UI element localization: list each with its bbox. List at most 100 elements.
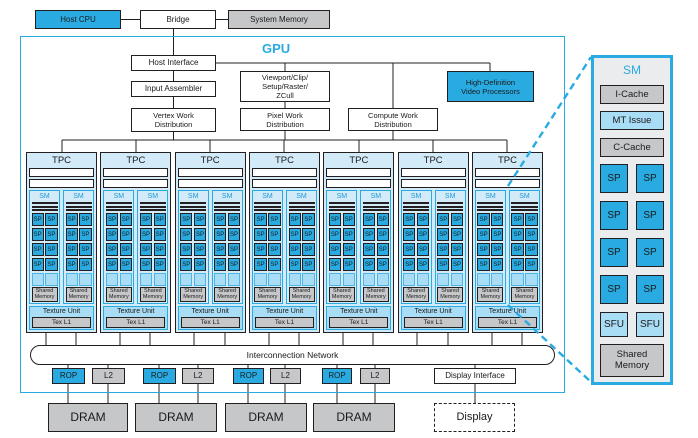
sp-cell: SP	[362, 257, 376, 272]
sfu-cell	[342, 272, 355, 286]
smc-bar	[474, 179, 540, 188]
mt-issue-bar	[139, 205, 166, 208]
sm-label: SM	[485, 192, 496, 200]
sp-cell: SP	[139, 212, 153, 227]
shared-memory-box: Shared Memory	[477, 287, 504, 302]
ccache-bar	[403, 209, 430, 212]
icache-bar	[362, 202, 389, 205]
sp-grid: SP SP SP SP SP SP SP SP	[477, 212, 504, 272]
sm-row: SM SP SP SP SP SP SP SP SP	[103, 190, 169, 304]
icache-bar	[403, 202, 430, 205]
icache-bar	[437, 202, 464, 205]
mt-issue-box: MT Issue	[600, 111, 664, 130]
geometry-controller-bar	[103, 168, 169, 177]
sp-cell: SP	[362, 227, 376, 242]
tpc-block: TPC SM SP SP SP SP SP SP SP	[26, 152, 98, 333]
sp-cell: SP	[254, 227, 267, 242]
sp-cell: SP	[636, 238, 664, 267]
sp-cell: SP	[45, 227, 58, 242]
dram-box: DRAM	[135, 403, 217, 432]
sp-cell: SP	[193, 257, 207, 272]
l2-box: L2	[270, 368, 301, 384]
sp-cell: SP	[491, 257, 504, 272]
ccache-bar	[139, 209, 166, 212]
sp-cell: SP	[119, 257, 132, 272]
sp-cell: SP	[153, 227, 166, 242]
sfu-cell	[193, 272, 207, 286]
sm-row: SM SP SP SP SP SP SP SP SP	[326, 190, 392, 304]
sp-cell: SP	[79, 227, 92, 242]
sm-block: SM SP SP SP SP SP SP SP SP	[400, 190, 432, 304]
icache-bar	[214, 202, 241, 205]
sp-cell: SP	[254, 242, 267, 257]
texture-unit-label: Texture Unit	[265, 308, 304, 315]
sp-cell: SP	[342, 212, 355, 227]
sp-cell: SP	[180, 257, 193, 272]
sp-cell: SP	[119, 227, 132, 242]
sp-cell: SP	[31, 212, 44, 227]
sp-cell: SP	[491, 242, 504, 257]
sm-label: SM	[187, 192, 199, 200]
icache-bar	[180, 202, 207, 205]
ccache-bar	[105, 209, 132, 212]
sp-cell: SP	[342, 242, 355, 257]
sp-cell: SP	[376, 212, 389, 227]
sp-cell: SP	[268, 242, 281, 257]
tex-l1-cache: Tex L1	[254, 317, 315, 328]
sfu-cell	[376, 272, 389, 286]
dram-box: DRAM	[225, 403, 307, 432]
sfu-cell	[450, 272, 464, 286]
texture-unit-box: Texture Unit Tex L1	[251, 306, 318, 330]
shared-memory-box: Shared Memory	[362, 287, 389, 302]
sp-cell: SP	[227, 227, 241, 242]
tex-l1-cache: Tex L1	[32, 317, 92, 328]
sp-cell: SP	[525, 257, 538, 272]
sfu-row	[254, 272, 281, 286]
sp-cell: SP	[416, 242, 430, 257]
sp-cell: SP	[105, 242, 119, 257]
shared-memory-box: Shared Memory	[600, 344, 664, 377]
tex-l1-cache: Tex L1	[106, 317, 166, 328]
sp-cell: SP	[450, 227, 464, 242]
tpc-label: TPC	[126, 155, 146, 166]
sp-cell: SP	[477, 257, 490, 272]
sp-cell: SP	[525, 227, 538, 242]
sfu-cell	[214, 272, 227, 286]
shared-memory-box: Shared Memory	[180, 287, 207, 302]
geometry-controller-bar	[29, 168, 95, 177]
sp-grid: SP SP SP SP SP SP SP SP	[288, 212, 315, 272]
geometry-controller-bar	[400, 168, 466, 177]
sp-cell: SP	[636, 164, 664, 193]
shared-memory-box: Shared Memory	[254, 287, 281, 302]
sp-cell: SP	[105, 227, 119, 242]
sp-cell: SP	[342, 257, 355, 272]
sfu-cell	[139, 272, 153, 286]
sp-cell: SP	[254, 257, 267, 272]
sfu-row	[288, 272, 315, 286]
sfu-row	[362, 272, 389, 286]
sp-cell: SP	[119, 242, 132, 257]
sm-block: SM SP SP SP SP SP SP SP SP	[326, 190, 358, 304]
texture-unit-box: Texture Unit Tex L1	[103, 306, 169, 330]
sm-row: SM SP SP SP SP SP SP SP SP	[29, 190, 95, 304]
sp-cell: SP	[376, 242, 389, 257]
texture-unit-label: Texture Unit	[488, 308, 527, 315]
mt-issue-bar	[31, 205, 58, 208]
tex-l1-cache: Tex L1	[403, 317, 463, 328]
sp-cell: SP	[600, 164, 628, 193]
gpu-label: GPU	[262, 41, 291, 56]
sp-cell: SP	[450, 257, 464, 272]
tpc-block: TPC SM SP SP SP SP SP SP SP	[323, 152, 395, 333]
smc-bar	[177, 179, 243, 188]
sm-row: SM SP SP SP SP SP SP SP SP	[474, 190, 540, 304]
sp-cell: SP	[288, 212, 301, 227]
sfu-cell: SFU	[636, 311, 664, 337]
vertex-work-distribution-box: Vertex Work Distribution	[131, 108, 216, 132]
sp-cell: SP	[180, 242, 193, 257]
sp-cell: SP	[302, 242, 315, 257]
shared-memory-box: Shared Memory	[328, 287, 355, 302]
sfu-cell	[416, 272, 430, 286]
texture-unit-box: Texture Unit Tex L1	[177, 306, 243, 330]
sp-cell: SP	[288, 242, 301, 257]
geometry-controller-bar	[251, 168, 318, 177]
